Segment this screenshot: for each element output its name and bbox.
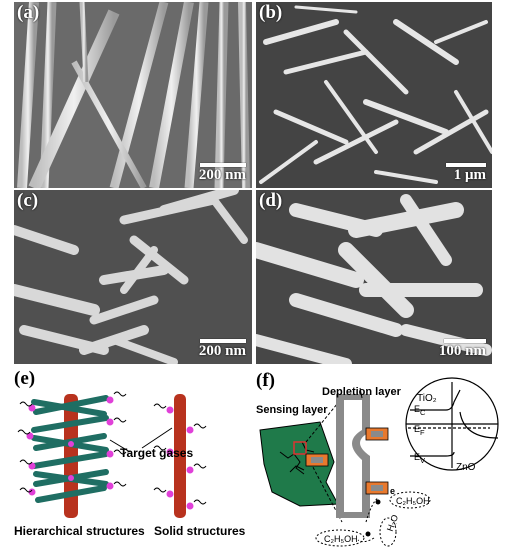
gas-wavy-lines-solid bbox=[153, 403, 207, 505]
scale-bar-c: 200 nm bbox=[199, 339, 246, 360]
depletion-layer-label: Depletion layer bbox=[322, 386, 401, 398]
ef-label: EF bbox=[414, 424, 425, 437]
ethanol-molecules bbox=[315, 491, 431, 547]
sem-panel-b: (b) 1 μm bbox=[256, 2, 492, 188]
depletion-layer-grain bbox=[336, 394, 370, 518]
tio2-label: TiO₂ bbox=[417, 393, 437, 404]
panel-label-f: (f) bbox=[256, 370, 275, 391]
hierarchical-structures-caption: Hierarchical structures bbox=[14, 524, 145, 538]
panel-label-d: (d) bbox=[259, 190, 283, 211]
nanoneedles-image-b bbox=[256, 2, 492, 188]
electron-arrows bbox=[357, 497, 379, 543]
panel-label-c: (c) bbox=[17, 190, 39, 211]
sem-panel-c: (c) 200 nm bbox=[14, 190, 252, 364]
target-gases-label: Target gases bbox=[120, 446, 194, 460]
solid-structures-caption: Solid structures bbox=[154, 524, 246, 538]
hierarchical-image-c bbox=[14, 190, 252, 364]
hierarchical-image-d bbox=[256, 190, 492, 364]
panel-label-b: (b) bbox=[259, 2, 283, 23]
scale-bar-b: 1 μm bbox=[446, 163, 486, 184]
sem-panel-a: (a) 200 nm bbox=[14, 2, 252, 188]
electron-label: e bbox=[390, 486, 396, 496]
scale-text-a: 200 nm bbox=[198, 167, 246, 183]
ev-label: EV bbox=[414, 452, 426, 465]
scale-text-c: 200 nm bbox=[198, 343, 246, 359]
scale-bar-a: 200 nm bbox=[199, 163, 246, 184]
scale-text-b: 1 μm bbox=[453, 167, 486, 183]
nanorods-image-a bbox=[14, 2, 252, 188]
hierarchical-branches bbox=[31, 395, 109, 503]
scale-text-d: 100 nm bbox=[438, 343, 486, 359]
zno-label: ZnO bbox=[456, 462, 476, 473]
ec-label: EC bbox=[414, 404, 426, 417]
ethanol-label-1: C₂H₅OH bbox=[396, 496, 430, 506]
panel-label-a: (a) bbox=[17, 2, 40, 23]
sensing-layer-label: Sensing layer bbox=[256, 404, 328, 416]
band-diagram-lines bbox=[406, 382, 499, 468]
gas-molecules-hierarchical bbox=[26, 396, 114, 496]
scale-bar-d: 100 nm bbox=[439, 339, 486, 360]
panel-label-e: (e) bbox=[14, 368, 36, 389]
ethanol-label-2: C₂H₅OH bbox=[324, 534, 358, 544]
gas-wavy-lines-hierarchical bbox=[17, 391, 127, 493]
gas-molecules-solid bbox=[166, 406, 194, 510]
sensing-mechanism-schematic bbox=[259, 377, 499, 547]
solid-rod bbox=[174, 394, 186, 518]
sem-panel-d: (d) 100 nm bbox=[256, 190, 492, 364]
hierarchical-vs-solid-schematic bbox=[17, 391, 207, 518]
